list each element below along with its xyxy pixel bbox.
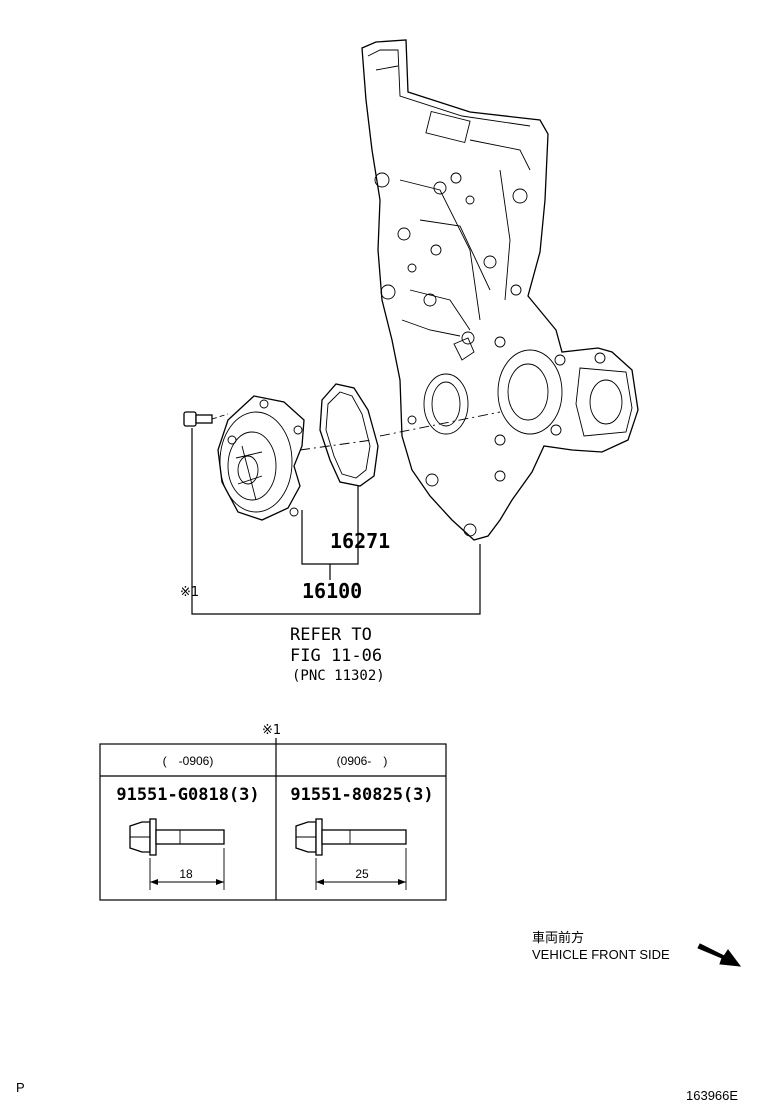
- bolt-18-drawing: 18: [129, 818, 225, 890]
- water-pump-gasket: [319, 383, 379, 487]
- arrow-down-right-icon: [697, 943, 742, 967]
- bolt-25-length: 25: [355, 867, 369, 881]
- figure-code: 163966E: [686, 1088, 738, 1103]
- pump-assembly-part-number: 16100: [302, 579, 362, 603]
- page-letter: P: [16, 1080, 25, 1095]
- gasket-part-number: 16271: [330, 529, 390, 553]
- bolt-25-drawing: 25: [295, 818, 407, 890]
- bolt-part-number-new: 91551-80825(3): [290, 785, 433, 805]
- assembly-centerline: [299, 439, 373, 451]
- leader-lines: [191, 428, 481, 615]
- timing-chain-cover: [361, 39, 639, 541]
- period-before: ( -0906): [163, 754, 214, 768]
- pump-mounting-bolt: [183, 411, 229, 427]
- water-pump: [217, 395, 305, 521]
- refer-text-line1: REFER TO: [290, 625, 372, 645]
- period-after: (0906- ): [337, 754, 388, 768]
- bolt-note-mark: ※1: [180, 585, 199, 600]
- table-note-mark: ※1: [262, 723, 281, 738]
- vehicle-direction: 車両前方 VEHICLE FRONT SIDE: [532, 930, 742, 967]
- direction-label-jp: 車両前方: [532, 930, 584, 945]
- bolt-part-number-old: 91551-G0818(3): [116, 785, 259, 805]
- bolt-18-length: 18: [179, 867, 193, 881]
- direction-label-en: VEHICLE FRONT SIDE: [532, 947, 670, 962]
- refer-text-line3: (PNC 11302): [292, 668, 385, 684]
- refer-text-line2: FIG 11-06: [290, 646, 382, 666]
- bolt-table: ※1 ( -0906) (0906- ) 91551-G0818(3) 9155…: [99, 723, 447, 901]
